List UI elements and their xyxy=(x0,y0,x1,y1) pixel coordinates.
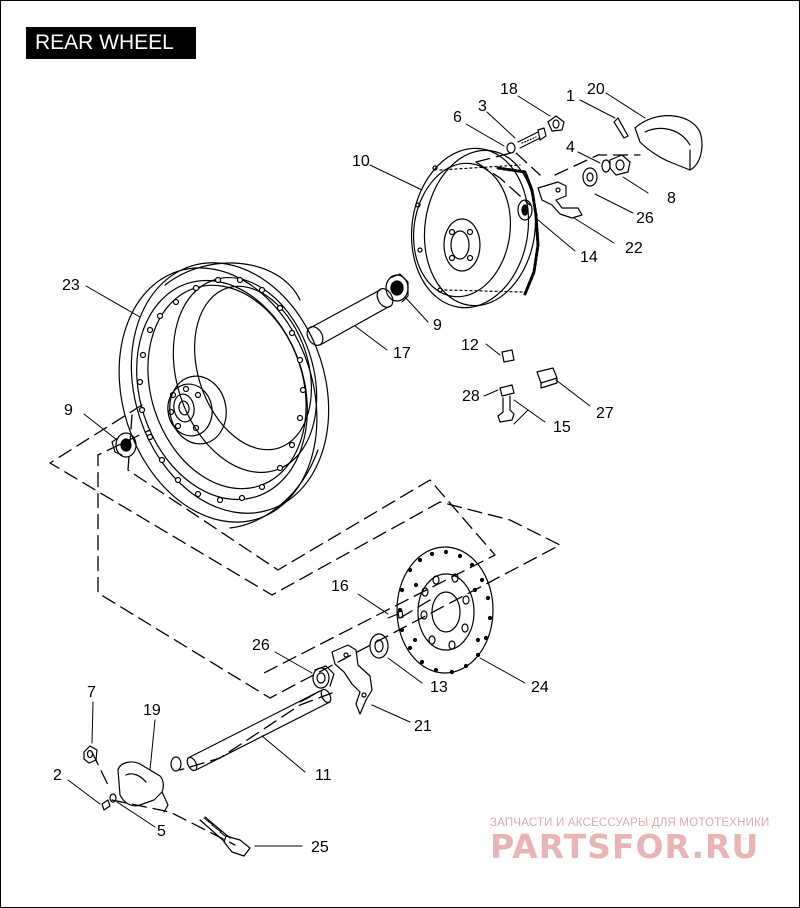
wheel-hub xyxy=(167,375,227,445)
wheel-rim xyxy=(118,262,330,529)
washer-5 xyxy=(109,793,117,803)
callout-3: 3 xyxy=(478,98,487,115)
axle-adjuster-19 xyxy=(117,761,169,813)
rear-sprocket xyxy=(410,147,540,309)
callout-8: 8 xyxy=(667,190,676,207)
axle-washer-26 xyxy=(582,167,598,187)
callout-14: 14 xyxy=(580,249,598,266)
callout-15: 15 xyxy=(553,419,571,436)
leader-lines xyxy=(67,92,649,847)
callout-24: 24 xyxy=(531,679,549,696)
callout-23: 23 xyxy=(62,277,80,294)
callout-13: 13 xyxy=(430,679,448,696)
balance-weight-27 xyxy=(536,367,558,389)
screw-2 xyxy=(101,799,111,811)
callout-19: 19 xyxy=(143,702,161,719)
callout-12: 12 xyxy=(461,337,479,354)
washer-6 xyxy=(506,142,516,154)
callout-labels: 18 1 20 3 6 4 8 10 26 22 14 23 9 17 12 2… xyxy=(53,81,676,856)
watermark-tagline: ЗАПЧАСТИ И АКСЕССУАРЫ ДЛЯ МОТОТЕХНИКИ xyxy=(490,817,770,829)
page-title: REAR WHEEL xyxy=(26,27,196,59)
assembly-guide-lines xyxy=(49,151,641,846)
callout-18: 18 xyxy=(500,81,518,98)
disc-screw-16 xyxy=(387,610,404,619)
brake-disc xyxy=(396,546,494,675)
nut-7 xyxy=(83,745,98,764)
callout-21: 21 xyxy=(414,718,432,735)
callout-4: 4 xyxy=(566,139,575,156)
sprocket-washer xyxy=(517,199,533,221)
callout-6: 6 xyxy=(453,109,462,126)
nut-18 xyxy=(547,115,565,132)
callout-20: 20 xyxy=(587,81,605,98)
caliper-bracket-22 xyxy=(537,181,583,219)
callout-22: 22 xyxy=(625,240,643,257)
axle-cover-20 xyxy=(634,115,703,171)
valve-stem-15 xyxy=(497,395,515,423)
callout-25: 25 xyxy=(311,839,329,856)
callout-26-lower: 26 xyxy=(252,637,270,654)
axle-washer xyxy=(170,756,182,772)
wheel-bearing-left xyxy=(111,432,137,458)
watermark: ЗАПЧАСТИ И АКСЕССУАРЫ ДЛЯ МОТОТЕХНИКИ PA… xyxy=(490,817,770,866)
wheel-spoke-holes xyxy=(136,276,307,504)
callout-26-upper: 26 xyxy=(636,210,654,227)
adjuster-bolt xyxy=(517,127,547,149)
washer-13 xyxy=(369,633,389,659)
adjuster-screw-25 xyxy=(199,816,251,857)
rear-axle xyxy=(186,688,332,772)
callout-5: 5 xyxy=(157,823,166,840)
axle-spacer-26 xyxy=(312,665,335,689)
callout-28: 28 xyxy=(462,388,480,405)
callout-9-left: 9 xyxy=(64,402,73,419)
washer-4 xyxy=(601,159,611,173)
watermark-brand: PARTSFOR.RU xyxy=(490,827,759,866)
callout-16: 16 xyxy=(331,578,349,595)
caliper-bracket-21 xyxy=(331,644,373,715)
axle-nut-8 xyxy=(609,154,631,176)
valve-nut-28 xyxy=(499,384,515,397)
axle-spacer xyxy=(306,288,394,346)
callout-27: 27 xyxy=(596,405,614,422)
callout-7: 7 xyxy=(87,684,96,701)
callout-11: 11 xyxy=(315,767,332,784)
callout-17: 17 xyxy=(393,345,411,362)
callout-2: 2 xyxy=(53,767,62,784)
callout-1: 1 xyxy=(566,88,575,105)
callout-10: 10 xyxy=(352,153,370,170)
callout-9-right: 9 xyxy=(433,317,442,334)
cotter-pin xyxy=(613,117,629,139)
valve-cap-12 xyxy=(501,349,515,363)
wheel-bearing-right xyxy=(385,273,409,303)
